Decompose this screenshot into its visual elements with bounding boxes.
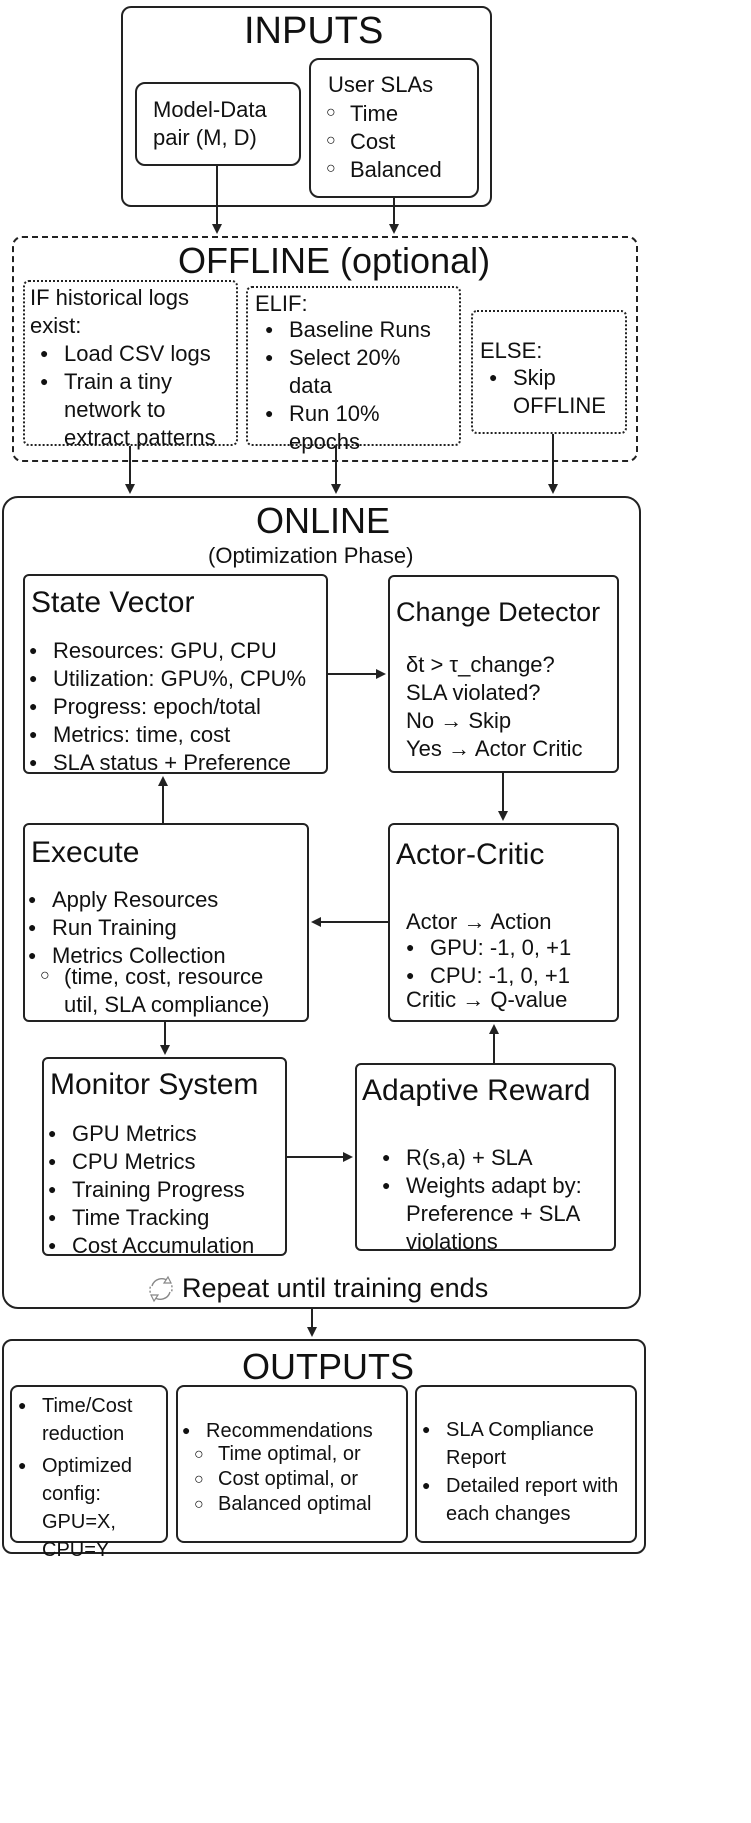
execute-list: Apply Resources Run Training Metrics Col… bbox=[28, 886, 226, 970]
output-col1-list: Time/Cost reduction Optimized config: GP… bbox=[18, 1392, 132, 1564]
state-vector-title: State Vector bbox=[31, 586, 195, 619]
sla-balanced: Balanced bbox=[326, 156, 442, 184]
if-text: IF historical logs exist: bbox=[30, 285, 189, 338]
execute-sublist: (time, cost, resource util, SLA complian… bbox=[40, 963, 269, 1019]
output-col2-list: Recommendations bbox=[182, 1417, 373, 1445]
user-slas-title: User SLAs bbox=[328, 72, 434, 97]
else-box bbox=[471, 310, 627, 434]
sla-cost: Cost bbox=[326, 128, 442, 156]
actor-list: GPU: -1, 0, +1 CPU: -1, 0, +1 bbox=[406, 934, 571, 990]
output-col1-box bbox=[10, 1385, 168, 1543]
state-vector-list: Resources: GPU, CPU Utilization: GPU%, C… bbox=[29, 637, 306, 777]
monitor-list: GPU Metrics CPU Metrics Training Progres… bbox=[48, 1120, 254, 1260]
repeat-text: Repeat until training ends bbox=[182, 1273, 489, 1303]
online-title: ONLINE bbox=[256, 500, 391, 541]
actor-critic-box bbox=[388, 823, 619, 1022]
actor-critic-title: Actor-Critic bbox=[396, 838, 545, 871]
elif-box bbox=[246, 286, 461, 446]
execute-title: Execute bbox=[31, 836, 140, 869]
output-col2-sublist: Time optimal, or Cost optimal, or Balanc… bbox=[194, 1442, 372, 1518]
cycle-icon bbox=[146, 1274, 176, 1304]
elif-list: Baseline Runs Select 20% data Run 10% ep… bbox=[265, 316, 431, 456]
online-panel bbox=[2, 496, 641, 1309]
else-title: ELSE: bbox=[480, 338, 543, 363]
outputs-title: OUTPUTS bbox=[242, 1346, 415, 1387]
online-subtitle: (Optimization Phase) bbox=[208, 543, 414, 568]
critic-line: Critic → Q-value bbox=[406, 987, 568, 1012]
inputs-title: INPUTS bbox=[244, 10, 384, 52]
model-data-box bbox=[135, 82, 301, 166]
sla-time: Time bbox=[326, 100, 442, 128]
if-list: Load CSV logs Train a tiny network to ex… bbox=[40, 340, 216, 452]
inputs-panel bbox=[121, 6, 492, 207]
actor-line: Actor → Action bbox=[406, 909, 552, 934]
user-slas-list: Time Cost Balanced bbox=[326, 100, 442, 184]
execute-box bbox=[23, 823, 309, 1022]
adaptive-reward-title: Adaptive Reward bbox=[362, 1074, 591, 1107]
adaptive-reward-box bbox=[355, 1063, 616, 1251]
outputs-panel bbox=[2, 1339, 646, 1554]
change-detector-text: δt > τ_change? SLA violated? No → Skip Y… bbox=[406, 652, 583, 761]
output-col3-list: SLA Compliance Report Detailed report wi… bbox=[422, 1416, 618, 1528]
if-box bbox=[23, 280, 238, 446]
model-data-text: Model-Data pair (M, D) bbox=[153, 97, 267, 150]
else-list: Skip OFFLINE bbox=[489, 364, 606, 420]
offline-panel bbox=[12, 236, 638, 462]
change-detector-title: Change Detector bbox=[396, 597, 601, 627]
reward-list: R(s,a) + SLA Weights adapt by: Preferenc… bbox=[382, 1144, 582, 1256]
offline-title: OFFLINE (optional) bbox=[178, 240, 491, 281]
change-detector-box bbox=[388, 575, 619, 773]
output-col2-box bbox=[176, 1385, 408, 1543]
user-slas-box bbox=[309, 58, 479, 198]
monitor-system-title: Monitor System bbox=[50, 1068, 259, 1101]
output-col3-box bbox=[415, 1385, 637, 1543]
elif-title: ELIF: bbox=[255, 291, 308, 316]
